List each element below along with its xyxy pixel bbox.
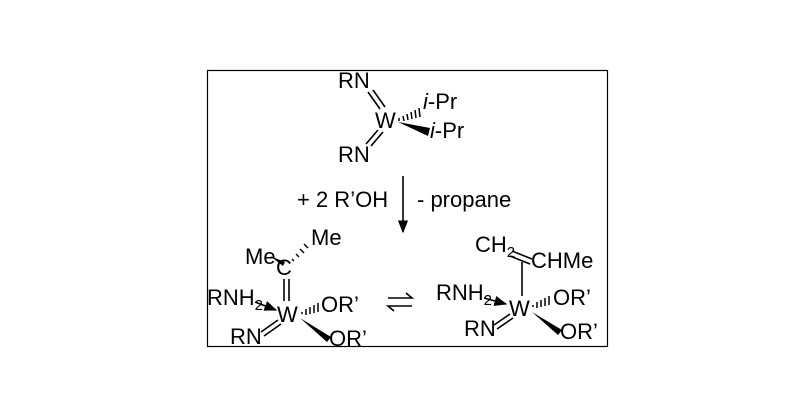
top-double-bond-lower-b bbox=[370, 131, 384, 147]
scheme-frame bbox=[206, 69, 609, 348]
top-double-bond-upper-a bbox=[367, 91, 381, 110]
left-imido-bond-a bbox=[260, 319, 279, 333]
left-me-wedge bbox=[270, 256, 285, 266]
right-amine: RNH2 bbox=[436, 280, 492, 309]
left-imido-bond-b bbox=[263, 323, 282, 337]
top-double-bond-lower-a bbox=[365, 129, 379, 145]
right-imido-bond-a bbox=[493, 313, 511, 326]
left-amine: RNH2 bbox=[207, 285, 263, 314]
left-solid-wedge bbox=[300, 318, 331, 342]
left-or-lower: OR’ bbox=[329, 326, 367, 351]
left-carbon: C bbox=[276, 255, 292, 280]
starting-complex: RN RN W i-Pr i-Pr bbox=[338, 68, 464, 167]
top-solid-wedge bbox=[398, 122, 430, 136]
top-hashed-wedge bbox=[398, 107, 421, 122]
left-metal-w: W bbox=[277, 302, 298, 327]
reagent-label: + 2 R’OH bbox=[297, 187, 388, 212]
left-or-upper: OR’ bbox=[321, 292, 359, 317]
right-olefin-bond-a bbox=[511, 250, 533, 260]
left-me-hash bbox=[291, 243, 309, 262]
byproduct-label: - propane bbox=[417, 187, 511, 212]
top-rn-upper: RN bbox=[338, 68, 370, 93]
olefin-complex: CH2 CHMe RNH2 W OR’ RN OR’ bbox=[436, 232, 598, 344]
right-or-lower: OR’ bbox=[560, 319, 598, 344]
equilibrium-arrows bbox=[385, 292, 415, 312]
top-rn-lower: RN bbox=[338, 142, 370, 167]
top-metal-w: W bbox=[375, 108, 396, 133]
right-olefin-bond-b bbox=[509, 255, 531, 265]
alkylidene-complex: Me Me C RNH2 W OR’ RN bbox=[207, 225, 367, 351]
left-me-left: Me bbox=[245, 244, 276, 269]
right-hashed-wedge bbox=[532, 296, 550, 308]
left-me-right: Me bbox=[311, 225, 342, 250]
right-imido-bond-b bbox=[496, 317, 514, 330]
right-imido: RN bbox=[464, 316, 496, 341]
top-double-bond-upper-b bbox=[372, 89, 386, 108]
left-imido: RN bbox=[230, 324, 262, 349]
right-or-upper: OR’ bbox=[553, 285, 591, 310]
left-hashed-wedge bbox=[301, 303, 319, 315]
right-metal-w: W bbox=[509, 296, 530, 321]
right-dative-arrow bbox=[483, 296, 508, 306]
top-ipr-upper: i-Pr bbox=[423, 89, 457, 114]
top-ipr-lower: i-Pr bbox=[430, 118, 464, 143]
right-solid-wedge bbox=[532, 312, 562, 335]
right-chme: CHMe bbox=[531, 248, 593, 273]
right-ch2: CH2 bbox=[475, 232, 515, 261]
left-dative-arrow bbox=[254, 301, 278, 311]
